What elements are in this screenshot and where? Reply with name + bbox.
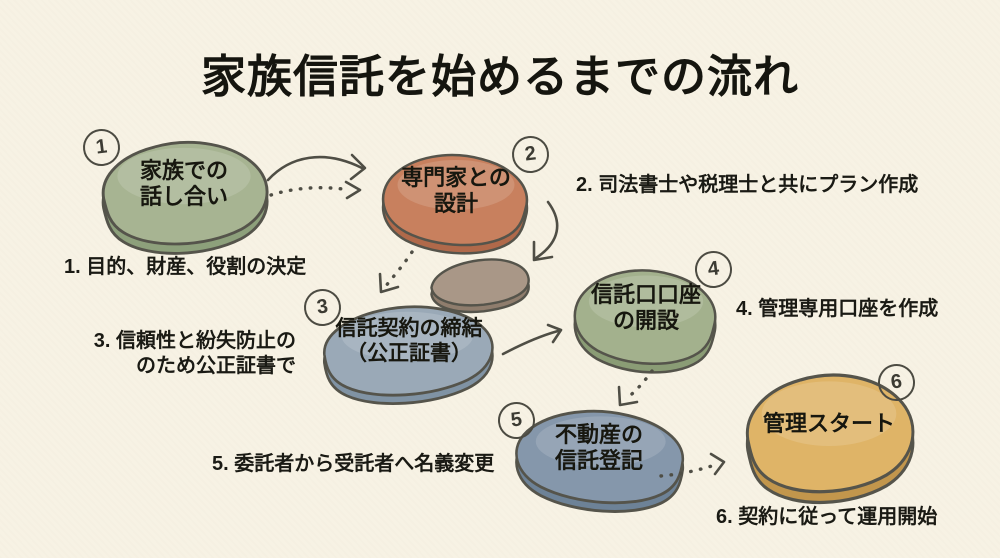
step4-label: 信託口口座の開設 xyxy=(590,282,701,333)
dotted-arrow-step5-to-step6 xyxy=(656,450,736,482)
step6-caption: 6. 契約に従って運用開始 xyxy=(716,506,938,528)
step3-stone: 信託契約の締結（公正証書） xyxy=(314,294,504,406)
step2-caption: 2. 司法書士や税理士と共にプラン作成 xyxy=(576,174,919,196)
step6-label: 管理スタート xyxy=(762,411,895,437)
step5-label: 不動産の信託登記 xyxy=(554,422,643,473)
step5-stone: 不動産の信託登記 xyxy=(505,398,693,514)
step1-caption: 1. 目的、財産、役割の決定 xyxy=(64,256,307,278)
step3-label: 信託契約の締結（公正証書） xyxy=(335,317,483,365)
page-title: 家族信託を始めるまでの流れ xyxy=(200,51,799,102)
arrow-step2-to-decor-stone xyxy=(518,196,564,268)
step4-stone: 信託口口座の開設 xyxy=(562,260,730,374)
step5-caption: 5. 委託者から受託者へ名義変更 xyxy=(212,453,495,475)
arrow-step3-to-step4 xyxy=(498,323,566,360)
dotted-arrow-step4-to-step5 xyxy=(606,366,658,410)
step3-caption: 3. 信頼性と紛失防止ののため公正証書で xyxy=(93,330,296,378)
step1-label: 家族での話し合い xyxy=(139,158,228,209)
dotted-arrow-step2-to-step3 xyxy=(372,246,420,298)
step2-stone: 専門家との設計 xyxy=(370,145,542,255)
arrow-step1-to-step2 xyxy=(262,146,374,190)
step2-label: 専門家との設計 xyxy=(401,165,511,216)
step4-caption: 4. 管理専用口座を作成 xyxy=(736,298,939,320)
step1-stone: 家族での話し合い xyxy=(86,131,282,255)
step6-stone: 管理スタート xyxy=(730,362,928,505)
dotted-arrow-step1-to-step2 xyxy=(266,180,368,204)
